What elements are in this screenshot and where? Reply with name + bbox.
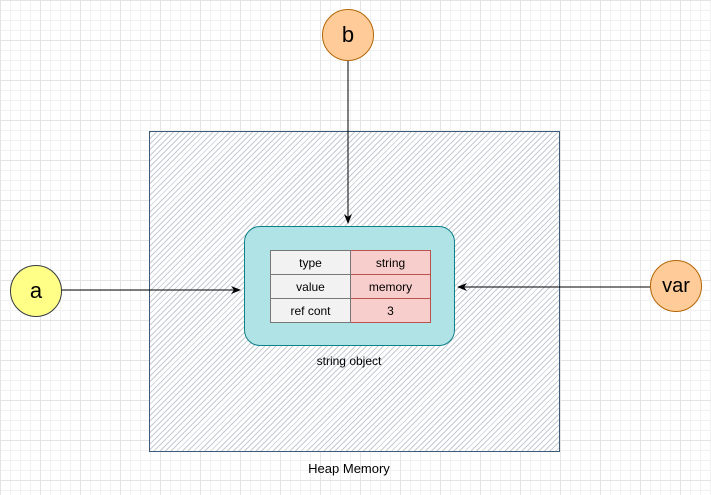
reference-node-a: a [10, 265, 62, 317]
field-value-ref-count: 3 [350, 298, 431, 323]
string-object-label: string object [316, 354, 382, 368]
reference-node-b: b [322, 9, 374, 61]
heap-memory-label: Heap Memory [308, 461, 390, 476]
field-value-value: memory [350, 274, 431, 299]
field-key-value: value [270, 274, 351, 299]
field-row-ref-count: ref cont 3 [270, 298, 431, 323]
field-row-type: type string [270, 250, 431, 275]
reference-node-var: var [650, 260, 702, 312]
field-row-value: value memory [270, 274, 431, 299]
string-object-fields-table: type string value memory ref cont 3 [270, 250, 431, 323]
field-key-ref-count: ref cont [270, 298, 351, 323]
field-key-type: type [270, 250, 351, 275]
